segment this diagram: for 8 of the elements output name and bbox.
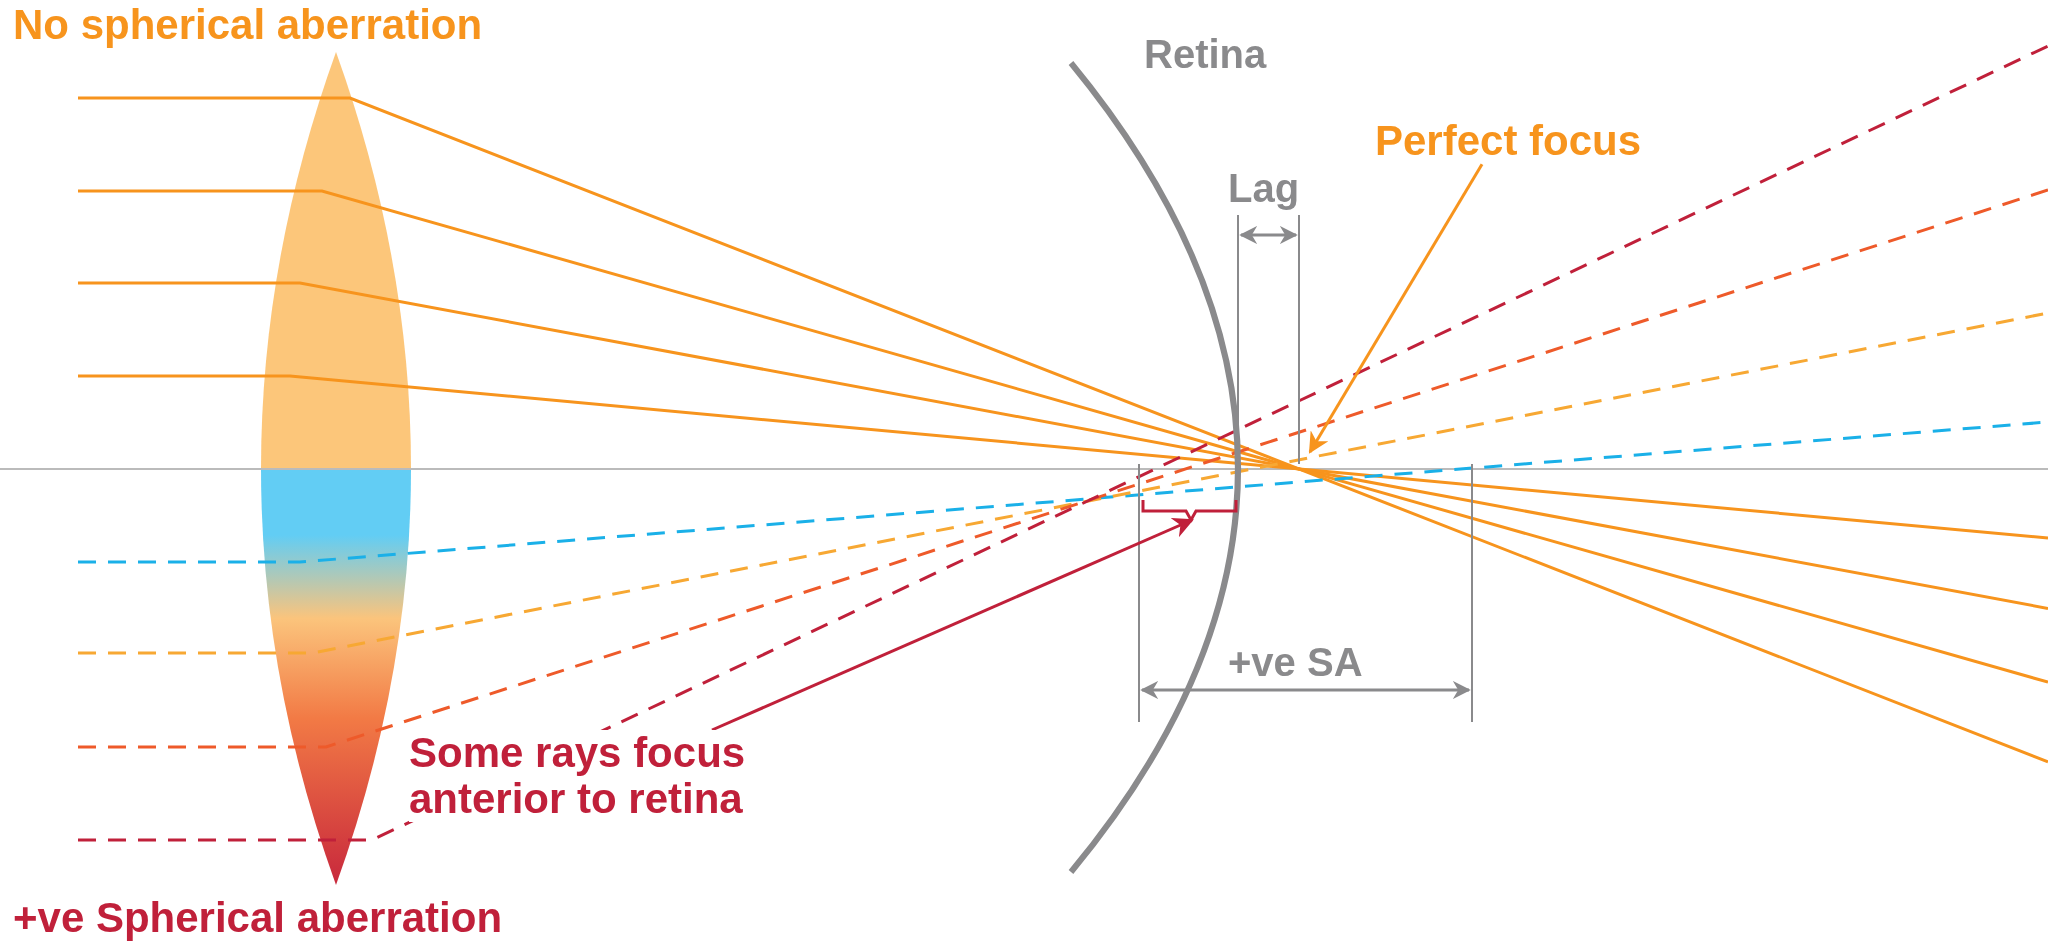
leader-line	[1308, 163, 1484, 454]
callout-text: Perfect focus	[1375, 118, 1642, 165]
heading: No spherical aberration	[13, 2, 483, 49]
retina-label: Retina	[1144, 32, 1267, 76]
leader-line	[711, 517, 1194, 732]
heading: +ve Spherical aberration	[13, 895, 503, 942]
dimension-label: +ve SA	[1228, 640, 1363, 684]
dimension-label: Lag	[1228, 166, 1300, 210]
